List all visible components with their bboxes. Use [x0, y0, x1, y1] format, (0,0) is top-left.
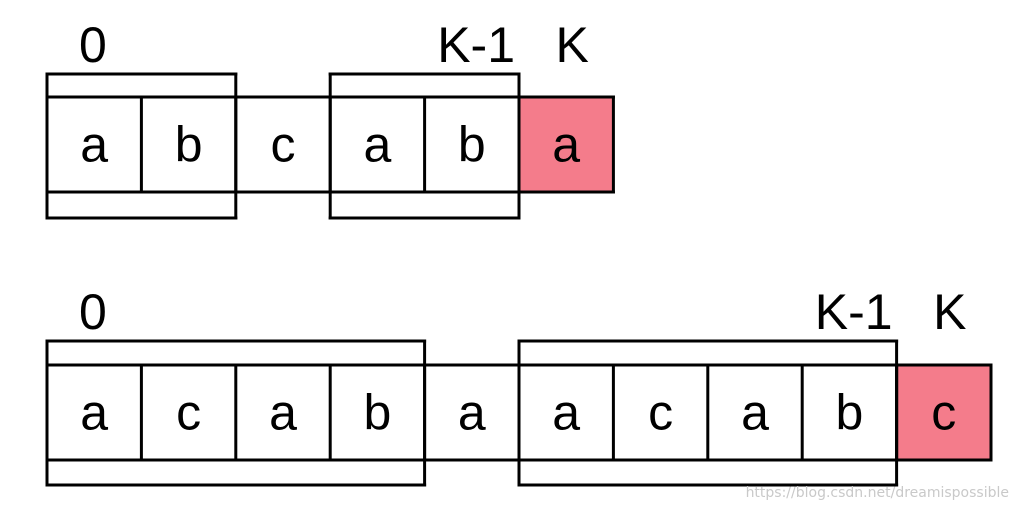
cell-letter: a — [80, 117, 108, 173]
cell-letter: c — [176, 385, 201, 441]
cell-letter: c — [931, 385, 956, 441]
string-row-2: a c a b a a c a b c 0 K-1 K — [45, 284, 993, 487]
cell-letter: a — [458, 385, 486, 441]
cell-letter: b — [835, 385, 863, 441]
suffix-bracket — [328, 72, 521, 220]
index-label-zero: 0 — [79, 284, 107, 340]
cell-letter: a — [552, 117, 580, 173]
cell-letter: a — [363, 117, 391, 173]
index-label-k: K — [556, 17, 589, 73]
index-label-zero: 0 — [79, 17, 107, 73]
index-label-k-minus-1: K-1 — [815, 284, 893, 340]
cell-letter: b — [363, 385, 391, 441]
string-row-1: a b c a b a 0 K-1 K — [45, 17, 615, 220]
cell-letter: b — [175, 117, 203, 173]
prefix-bracket — [45, 72, 238, 220]
suffix-bracket — [517, 339, 899, 487]
prefix-bracket — [45, 339, 427, 487]
cell-letter: b — [458, 117, 486, 173]
cell-letter: c — [271, 117, 296, 173]
index-label-k-minus-1: K-1 — [437, 17, 515, 73]
cell-letter: a — [269, 385, 297, 441]
cell-letter: a — [80, 385, 108, 441]
watermark-text: https://blog.csdn.net/dreamispossible — [745, 485, 1009, 501]
index-label-k: K — [933, 284, 966, 340]
cell-letter: a — [552, 385, 580, 441]
cell-letter: a — [741, 385, 769, 441]
cell-letter: c — [648, 385, 673, 441]
